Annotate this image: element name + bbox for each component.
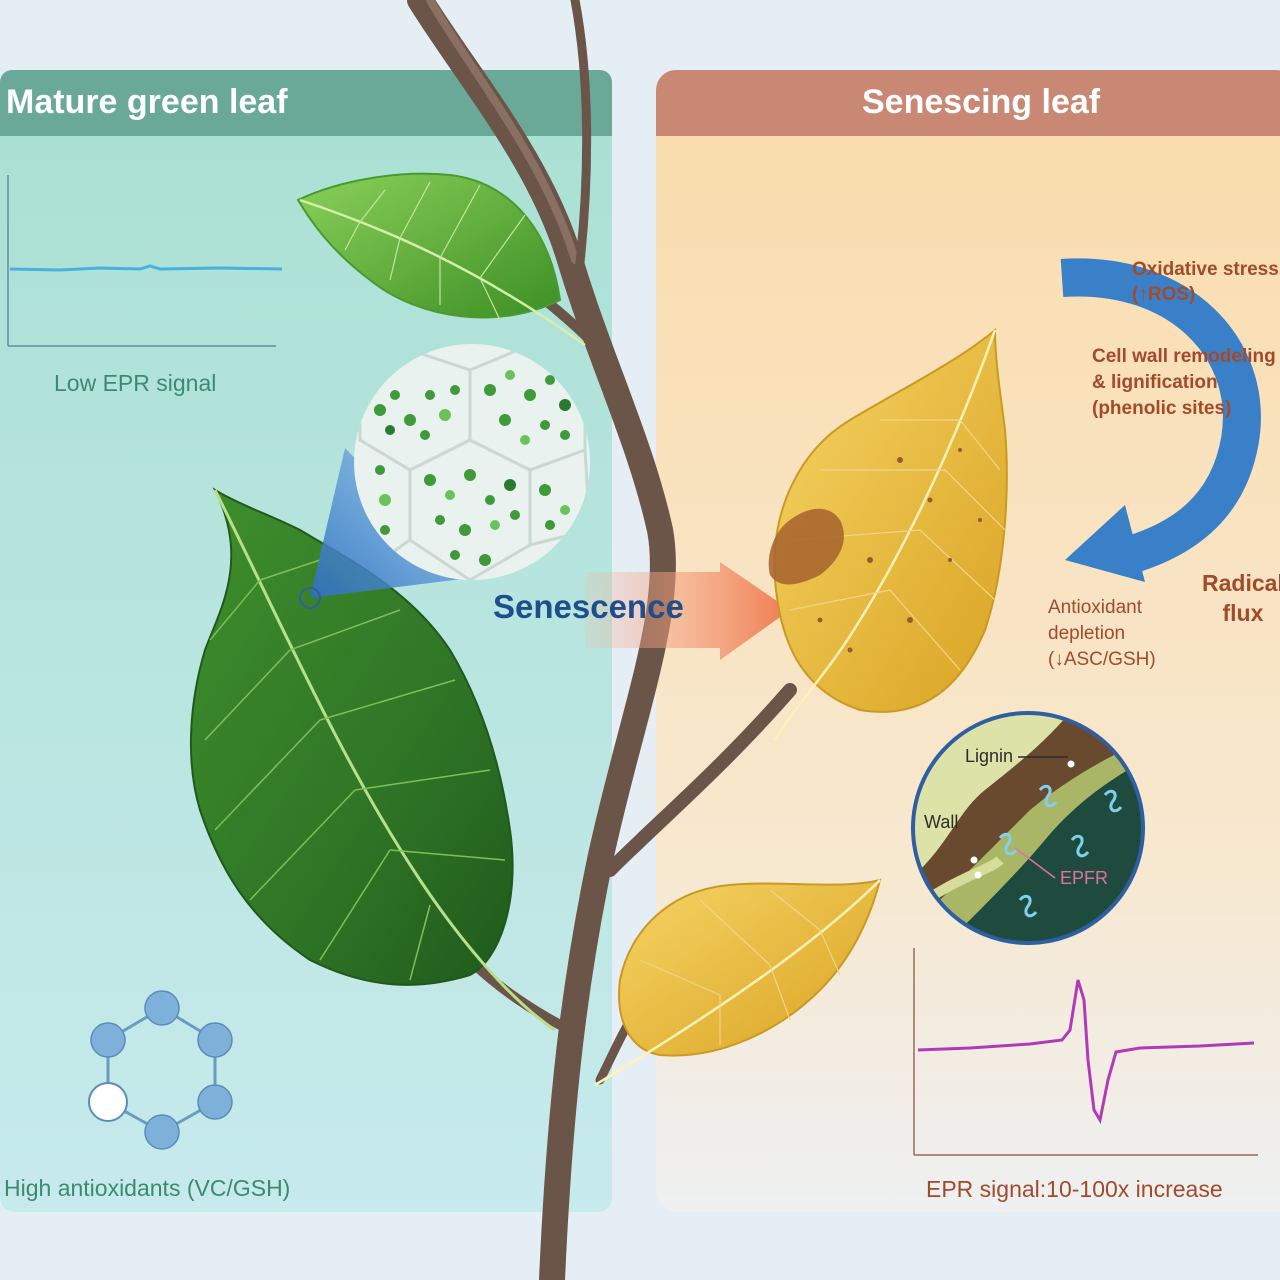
radical-flux-label: Radical flux xyxy=(1202,568,1280,628)
cell-wall-label: Cell wall remodeling & lignification (ph… xyxy=(1092,344,1276,422)
cycle-arrow-icon xyxy=(1060,258,1261,582)
left-panel-title: Mature green leaf xyxy=(6,83,288,121)
epfr-label: EPFR xyxy=(1060,868,1109,888)
oxidative-stress-label: Oxidative stress (↑ROS) xyxy=(1132,257,1279,307)
low-epr-plot xyxy=(7,175,283,347)
senescing-leaf xyxy=(768,327,1008,741)
antioxidant-line-2: depletion xyxy=(1048,623,1126,644)
low-epr-label: Low EPR signal xyxy=(54,370,217,396)
radical-flux-line-2: flux xyxy=(1222,600,1264,626)
antioxidant-line-3: (↓ASC/GSH) xyxy=(1048,649,1156,670)
right-panel-title: Senescing leaf xyxy=(862,83,1101,121)
senescence-label: Senescence xyxy=(493,588,684,625)
cell-wall-line-1: Cell wall remodeling xyxy=(1092,346,1276,367)
high-epr-plot xyxy=(913,948,1258,1156)
small-yellow-leaf xyxy=(594,878,882,1087)
antioxidant-label: High antioxidants (VC/GSH) xyxy=(4,1175,291,1201)
cell-wall-line-3: (phenolic sites) xyxy=(1092,398,1232,419)
lignin-label: Lignin xyxy=(965,746,1014,766)
antioxidant-depletion-label: Antioxidant depletion (↓ASC/GSH) xyxy=(1048,595,1156,673)
molecule-icon xyxy=(88,990,233,1150)
wall-label: Wall xyxy=(924,812,959,832)
cell-wall-line-2: & lignification xyxy=(1092,372,1218,393)
senescence-arrow xyxy=(585,562,790,660)
radical-flux-line-1: Radical xyxy=(1202,570,1280,596)
lignin-inset xyxy=(911,711,1145,945)
epfr-radical-icon xyxy=(998,784,1123,918)
high-epr-label: EPR signal:10-100x increase xyxy=(926,1176,1223,1202)
small-green-leaf xyxy=(296,172,586,347)
oxidative-stress-line-2: (↑ROS) xyxy=(1132,284,1196,305)
oxidative-stress-line-1: Oxidative stress xyxy=(1132,259,1279,280)
antioxidant-line-1: Antioxidant xyxy=(1048,597,1143,618)
